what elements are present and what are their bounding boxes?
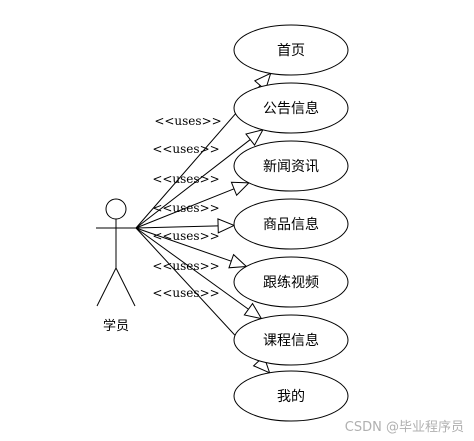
actor-left-leg <box>96 267 117 307</box>
use-case-ellipse <box>233 24 349 76</box>
watermark: CSDN @毕业程序员 <box>344 420 464 435</box>
use-case-ellipse <box>233 256 349 308</box>
uses-label: <<uses>> <box>152 172 219 186</box>
use-case-label: 我的 <box>277 389 305 405</box>
use-case-ellipse <box>233 370 349 422</box>
actor-label: 学员 <box>103 318 129 334</box>
use-case-label: 课程信息 <box>263 332 319 349</box>
uses-label: <<uses>> <box>152 229 219 243</box>
association-line <box>135 225 219 229</box>
use-case-ellipse <box>233 140 349 192</box>
association-line <box>135 188 235 229</box>
actor-figure <box>96 198 136 307</box>
use-case-label: 首页 <box>277 43 305 59</box>
use-case-label: 商品信息 <box>263 216 319 233</box>
uses-label: <<uses>> <box>152 142 219 156</box>
actor-right-leg <box>115 267 136 307</box>
use-case-ellipse <box>233 82 349 134</box>
arrowhead <box>245 128 264 146</box>
actor-head <box>105 198 127 220</box>
association-line <box>135 227 249 310</box>
use-case-ellipse <box>233 314 349 366</box>
use-case-label: 新闻资讯 <box>263 159 319 175</box>
use-case-ellipse <box>233 198 349 250</box>
uses-label: <<uses>> <box>152 259 219 273</box>
association-line <box>135 227 232 262</box>
use-case-label: 公告信息 <box>263 100 319 117</box>
uses-label: <<uses>> <box>152 201 219 215</box>
arrowhead <box>243 302 263 320</box>
association-line <box>135 139 251 229</box>
arrowhead <box>228 253 248 269</box>
use-case-label: 跟练视频 <box>263 275 319 291</box>
uses-label: <<uses>> <box>152 286 219 300</box>
arrowhead <box>217 218 236 234</box>
uses-label: <<uses>> <box>154 114 221 128</box>
arrowhead <box>230 181 251 197</box>
